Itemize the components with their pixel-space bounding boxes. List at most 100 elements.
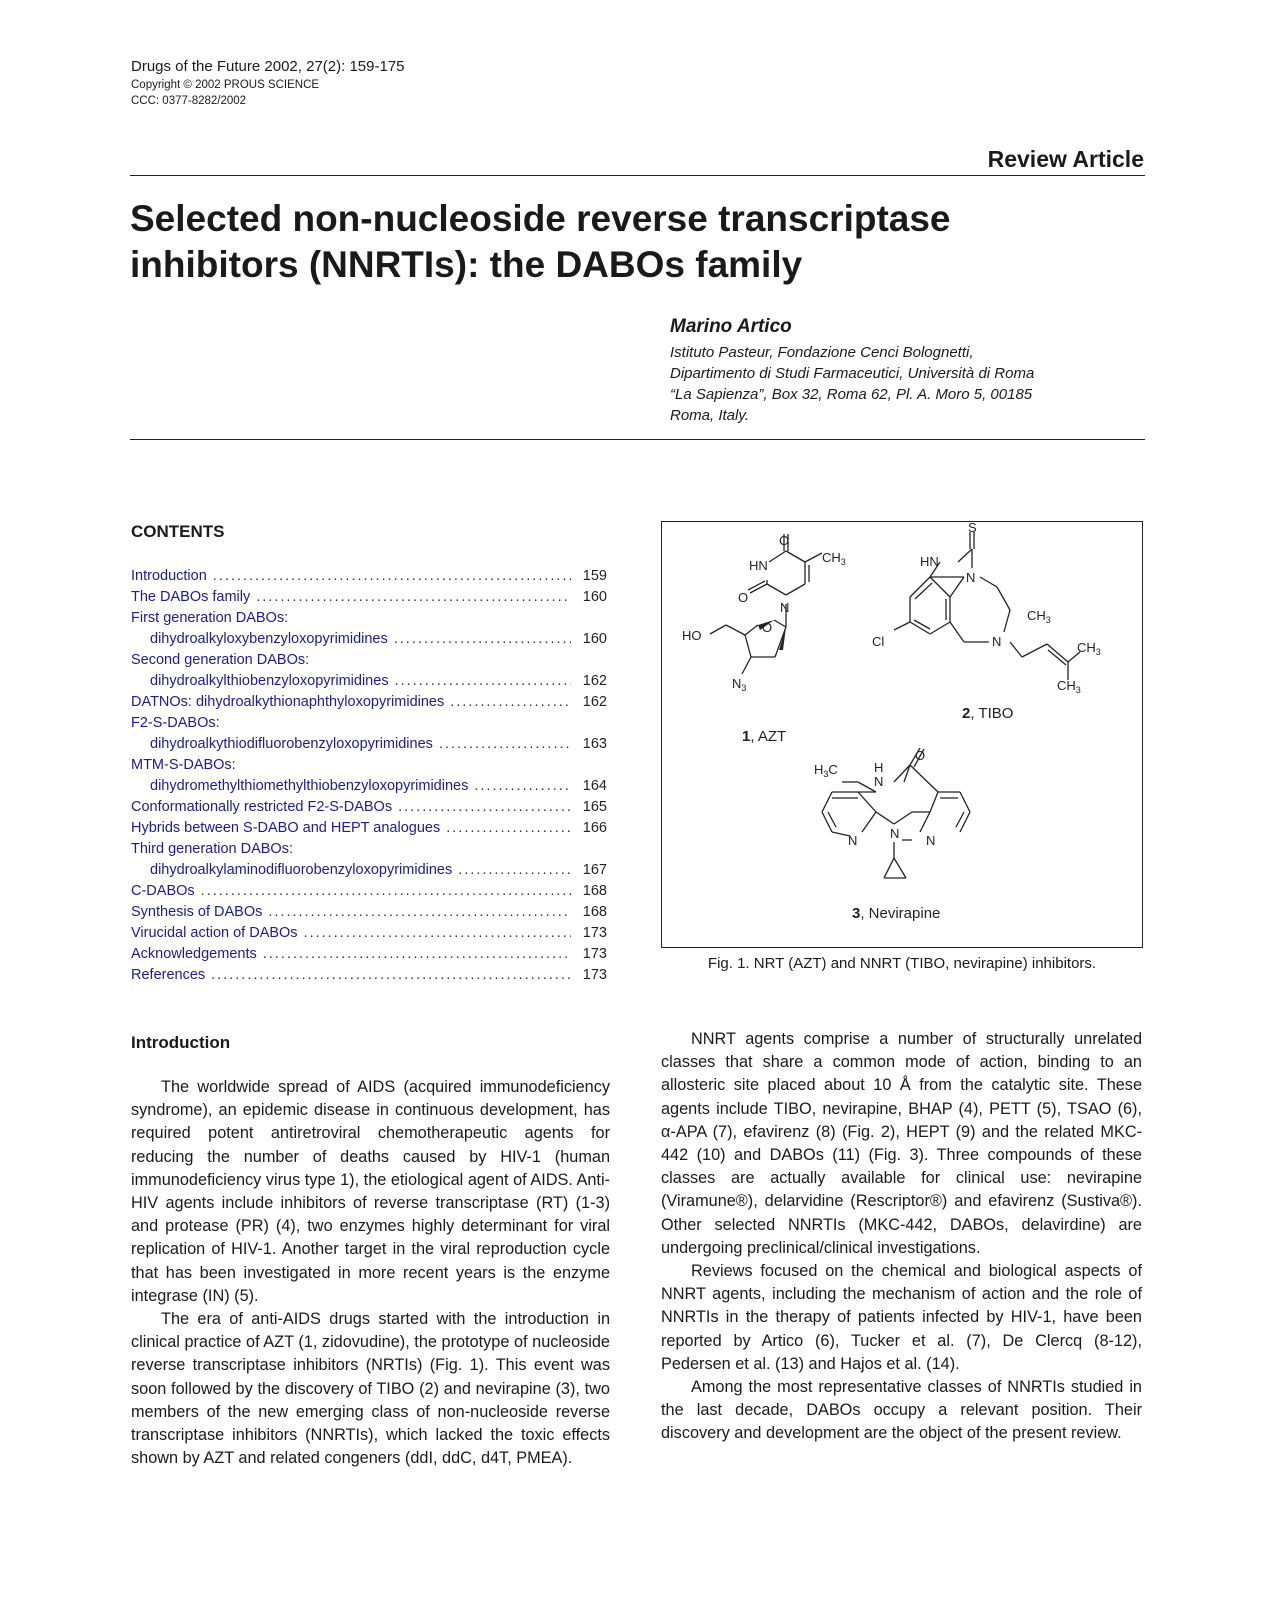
wedge-bond [758, 620, 774, 630]
toc-page-number: 162 [582, 673, 607, 689]
toc-entry[interactable]: Introduction............................… [131, 566, 607, 587]
title-block-rule [130, 439, 1145, 440]
toc-entry-label[interactable]: dihydroalkyloxybenzyloxopyrimidines [150, 631, 388, 647]
table-of-contents: Introduction............................… [131, 566, 607, 986]
toc-entry[interactable]: The DABOs family........................… [131, 587, 607, 608]
toc-entry[interactable]: dihydroalkylthiobenzyloxopyrimidines....… [131, 671, 607, 692]
journal-citation: Drugs of the Future 2002, 27(2): 159-175 [131, 58, 405, 75]
body-column-left: The worldwide spread of AIDS (acquired i… [131, 1076, 610, 1470]
copyright-line: Copyright © 2002 PROUS SCIENCE [131, 79, 320, 91]
body-paragraph: The worldwide spread of AIDS (acquired i… [131, 1078, 610, 1305]
atom-label: O [915, 748, 925, 763]
toc-leader-dots: ........................................… [200, 883, 571, 899]
toc-entry-label[interactable]: dihydroalkylthiobenzyloxopyrimidines [150, 673, 389, 689]
toc-entry-label[interactable]: Introduction [131, 568, 207, 584]
compound-label-tibo: 2, TIBO [962, 705, 1013, 722]
toc-entry-label[interactable]: First generation DABOs: [131, 610, 289, 626]
atom-label: CH3 [1027, 608, 1051, 625]
toc-entry-label[interactable]: dihydroalkylaminodifluorobenzyloxopyrimi… [150, 862, 453, 878]
toc-entry-label[interactable]: MTM-S-DABOs: [131, 757, 236, 773]
toc-leader-dots: ........................................… [446, 820, 571, 836]
affiliation-line: Dipartimento di Studi Farmaceutici, Univ… [670, 365, 1035, 382]
toc-leader-dots: ........................................… [303, 925, 571, 941]
toc-leader-dots: ........................................… [256, 589, 571, 605]
body-paragraph: NNRT agents comprise a number of structu… [661, 1030, 1142, 1257]
toc-page-number: 168 [582, 883, 607, 899]
affiliation-line: Istituto Pasteur, Fondazione Cenci Bolog… [670, 344, 974, 361]
toc-entry-label[interactable]: Virucidal action of DABOs [131, 925, 298, 941]
toc-entry-label[interactable]: Third generation DABOs: [131, 841, 293, 857]
toc-page-number: 162 [582, 694, 607, 710]
atom-label: Cl [872, 634, 884, 649]
atom-label: N3 [732, 676, 746, 693]
body-column-right: NNRT agents comprise a number of structu… [661, 1028, 1142, 1446]
compound-label-azt: 1, AZT [742, 728, 786, 745]
toc-entry-label[interactable]: dihydroalkythiodifluorobenzyloxopyrimidi… [150, 736, 433, 752]
toc-entry-label[interactable]: Second generation DABOs: [131, 652, 310, 668]
toc-entry[interactable]: Virucidal action of DABOs...............… [131, 923, 607, 944]
affiliation-line: “La Sapienza”, Box 32, Roma 62, Pl. A. M… [670, 386, 1033, 403]
toc-entry[interactable]: dihydroalkythiodifluorobenzyloxopyrimidi… [131, 734, 607, 755]
atom-label: HN [749, 558, 768, 573]
toc-entry[interactable]: MTM-S-DABOs: [131, 755, 607, 776]
compound-label-nevirapine: 3, Nevirapine [852, 905, 940, 922]
toc-entry[interactable]: dihydromethylthiomethylthiobenzyloxopyri… [131, 776, 607, 797]
toc-entry-label[interactable]: Synthesis of DABOs [131, 904, 263, 920]
toc-page-number: 173 [582, 946, 607, 962]
toc-entry-label[interactable]: References [131, 967, 206, 983]
atom-label: CH3 [1057, 678, 1081, 695]
atom-label: H [874, 760, 883, 775]
toc-entry-label[interactable]: Conformationally restricted F2-S-DABOs [131, 799, 393, 815]
toc-leader-dots: ........................................… [398, 799, 571, 815]
toc-page-number: 165 [582, 799, 607, 815]
toc-leader-dots: ........................................… [474, 778, 571, 794]
toc-entry[interactable]: Hybrids between S-DABO and HEPT analogue… [131, 818, 607, 839]
atom-label: O [779, 533, 789, 548]
atom-label: HO [682, 628, 702, 643]
toc-entry-label[interactable]: Hybrids between S-DABO and HEPT analogue… [131, 820, 441, 836]
toc-entry-label[interactable]: The DABOs family [131, 589, 251, 605]
toc-entry-label[interactable]: F2-S-DABOs: [131, 715, 220, 731]
toc-entry-label[interactable]: Acknowledgements [131, 946, 257, 962]
toc-entry-label[interactable]: C-DABOs [131, 883, 195, 899]
body-paragraph: The era of anti-AIDS drugs started with … [131, 1310, 610, 1468]
toc-entry[interactable]: Synthesis of DABOs......................… [131, 902, 607, 923]
affiliation: Istituto Pasteur, Fondazione Cenci Bolog… [670, 342, 1034, 426]
atom-label: N [966, 570, 975, 585]
atom-label: H3C [814, 762, 838, 779]
contents-heading: CONTENTS [131, 522, 225, 541]
toc-entry[interactable]: DATNOs: dihydroalkythionaphthyloxopyrimi… [131, 692, 607, 713]
title-line-1: Selected non-nucleoside reverse transcri… [130, 198, 951, 239]
atom-label: S [968, 522, 977, 535]
title-line-2: inhibitors (NNRTIs): the DABOs family [130, 244, 803, 285]
toc-entry-label[interactable]: dihydromethylthiomethylthiobenzyloxopyri… [150, 778, 469, 794]
toc-entry[interactable]: First generation DABOs: [131, 608, 607, 629]
toc-page-number: 173 [582, 925, 607, 941]
toc-entry[interactable]: Second generation DABOs: [131, 650, 607, 671]
toc-entry[interactable]: C-DABOs.................................… [131, 881, 607, 902]
atom-label: N [780, 600, 789, 615]
atom-label: HN [920, 554, 939, 569]
toc-leader-dots: ........................................… [212, 568, 571, 584]
toc-page-number: 163 [582, 736, 607, 752]
toc-entry[interactable]: Acknowledgements........................… [131, 944, 607, 965]
toc-page-number: 160 [582, 589, 607, 605]
toc-entry[interactable]: dihydroalkyloxybenzyloxopyrimidines.....… [131, 629, 607, 650]
toc-entry-label[interactable]: DATNOs: dihydroalkythionaphthyloxopyrimi… [131, 694, 445, 710]
toc-leader-dots: ........................................… [458, 862, 571, 878]
toc-entry[interactable]: F2-S-DABOs: [131, 713, 607, 734]
ccc-line: CCC: 0377-8282/2002 [131, 95, 247, 107]
body-paragraph: Among the most representative classes of… [661, 1378, 1142, 1443]
atom-label: N [926, 833, 935, 848]
toc-entry[interactable]: Conformationally restricted F2-S-DABOs..… [131, 797, 607, 818]
toc-leader-dots: ........................................… [438, 736, 571, 752]
toc-leader-dots: ........................................… [393, 631, 571, 647]
toc-entry[interactable]: References..............................… [131, 965, 607, 986]
toc-leader-dots: ........................................… [211, 967, 571, 983]
toc-entry[interactable]: dihydroalkylaminodifluorobenzyloxopyrimi… [131, 860, 607, 881]
article-title: Selected non-nucleoside reverse transcri… [130, 196, 1130, 288]
toc-entry[interactable]: Third generation DABOs: [131, 839, 607, 860]
body-paragraph: Reviews focused on the chemical and biol… [661, 1262, 1142, 1373]
article-type: Review Article [987, 146, 1144, 172]
toc-page-number: 173 [582, 967, 607, 983]
